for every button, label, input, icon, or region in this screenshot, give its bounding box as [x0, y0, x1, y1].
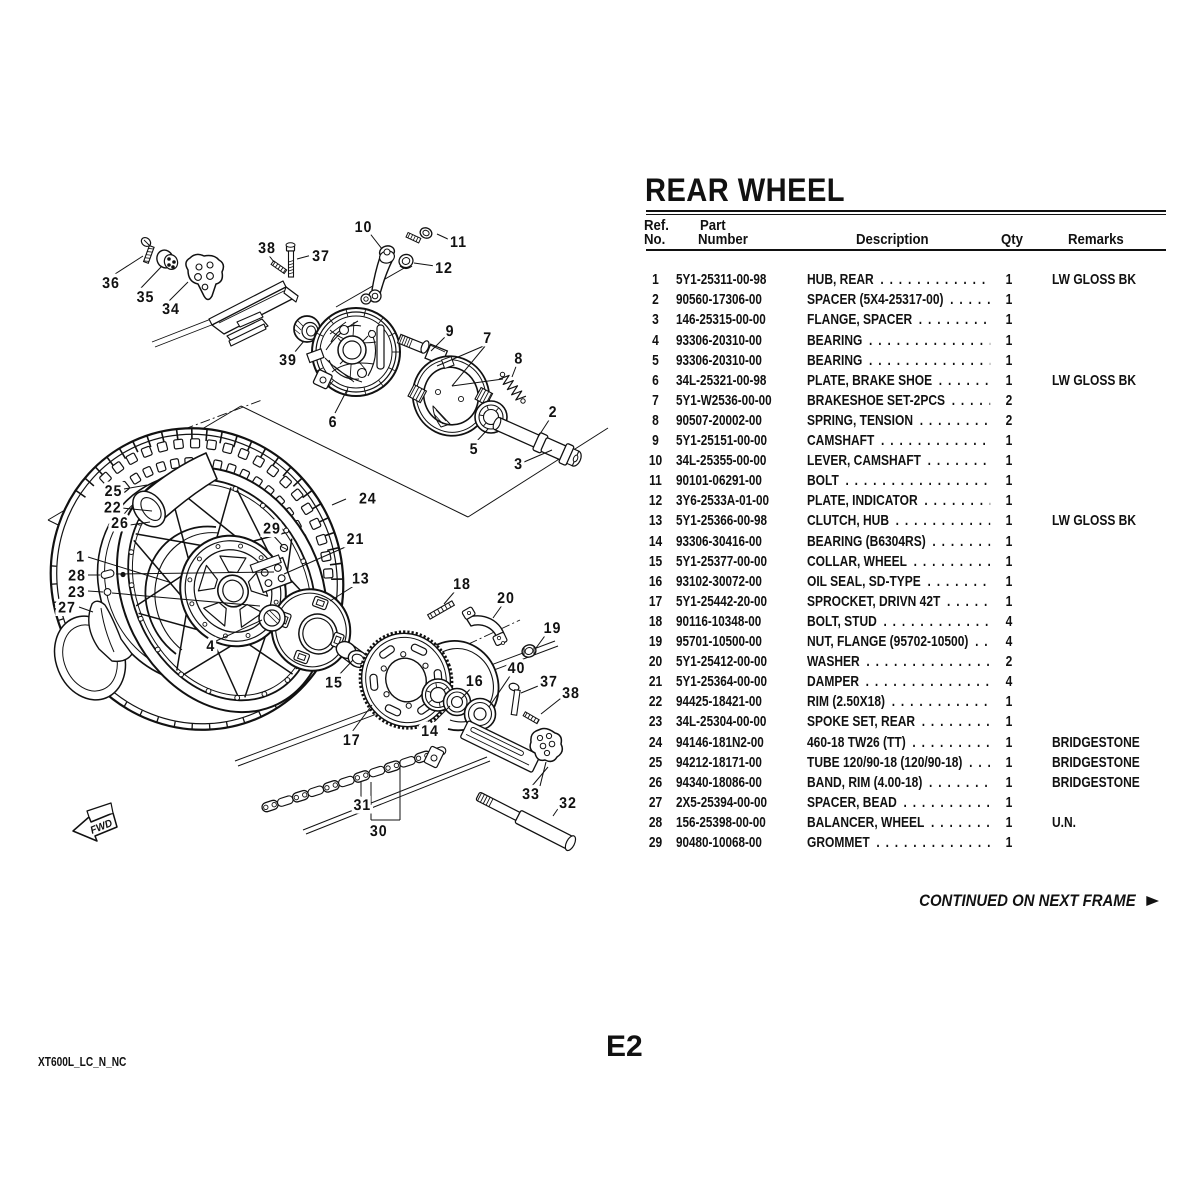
svg-text:5: 5 — [470, 441, 479, 458]
svg-text:12: 12 — [435, 260, 453, 277]
svg-text:12: 12 — [435, 260, 453, 277]
svg-text:31: 31 — [353, 797, 371, 814]
svg-text:38: 38 — [258, 240, 276, 257]
svg-text:22: 22 — [104, 500, 122, 517]
svg-text:37: 37 — [540, 674, 558, 691]
svg-text:22: 22 — [104, 500, 122, 517]
svg-text:20: 20 — [497, 590, 515, 607]
svg-text:30: 30 — [370, 823, 388, 840]
svg-text:29: 29 — [263, 521, 281, 538]
svg-text:26: 26 — [111, 515, 129, 532]
svg-text:13: 13 — [352, 571, 370, 588]
svg-text:31: 31 — [353, 797, 371, 814]
svg-text:19: 19 — [544, 620, 562, 637]
svg-text:28: 28 — [68, 567, 86, 584]
svg-text:35: 35 — [137, 289, 155, 306]
svg-text:28: 28 — [68, 567, 86, 584]
svg-text:33: 33 — [522, 786, 540, 803]
svg-text:25: 25 — [105, 483, 123, 500]
svg-text:10: 10 — [355, 219, 373, 236]
svg-text:34: 34 — [162, 301, 180, 318]
svg-text:39: 39 — [279, 352, 297, 369]
svg-text:40: 40 — [508, 660, 526, 677]
svg-text:20: 20 — [497, 590, 515, 607]
svg-text:37: 37 — [312, 248, 330, 265]
svg-text:6: 6 — [329, 414, 338, 431]
svg-text:32: 32 — [559, 795, 577, 812]
svg-text:14: 14 — [421, 723, 439, 740]
svg-text:38: 38 — [562, 685, 580, 702]
svg-text:37: 37 — [312, 248, 330, 265]
svg-text:27: 27 — [58, 600, 76, 617]
svg-text:15: 15 — [325, 675, 343, 692]
svg-text:27: 27 — [58, 600, 76, 617]
svg-text:4: 4 — [206, 638, 215, 655]
svg-text:21: 21 — [347, 531, 365, 548]
svg-text:2: 2 — [549, 404, 558, 421]
svg-text:32: 32 — [559, 795, 577, 812]
svg-text:14: 14 — [421, 723, 439, 740]
svg-text:18: 18 — [453, 576, 471, 593]
svg-text:10: 10 — [355, 219, 373, 236]
svg-text:8: 8 — [514, 351, 523, 368]
svg-text:2: 2 — [549, 404, 558, 421]
svg-text:16: 16 — [466, 673, 484, 690]
svg-text:36: 36 — [102, 275, 120, 292]
svg-text:4: 4 — [206, 638, 215, 655]
svg-text:13: 13 — [352, 571, 370, 588]
svg-text:18: 18 — [453, 576, 471, 593]
svg-text:19: 19 — [544, 620, 562, 637]
svg-text:34: 34 — [162, 301, 180, 318]
svg-text:25: 25 — [105, 483, 123, 500]
svg-text:3: 3 — [514, 456, 523, 473]
svg-text:7: 7 — [483, 330, 492, 347]
svg-text:9: 9 — [446, 323, 455, 340]
svg-text:38: 38 — [258, 240, 276, 257]
svg-text:15: 15 — [325, 675, 343, 692]
svg-text:1: 1 — [76, 548, 85, 565]
svg-text:21: 21 — [347, 531, 365, 548]
svg-text:9: 9 — [446, 323, 455, 340]
svg-text:7: 7 — [483, 330, 492, 347]
svg-text:24: 24 — [359, 491, 377, 508]
svg-text:39: 39 — [279, 352, 297, 369]
svg-text:23: 23 — [68, 584, 86, 601]
svg-text:17: 17 — [343, 732, 361, 749]
svg-text:5: 5 — [470, 441, 479, 458]
svg-text:30: 30 — [370, 823, 388, 840]
svg-text:11: 11 — [450, 234, 467, 251]
svg-text:11: 11 — [450, 234, 467, 251]
svg-text:35: 35 — [137, 289, 155, 306]
svg-text:3: 3 — [514, 456, 523, 473]
svg-text:29: 29 — [263, 521, 281, 538]
svg-text:37: 37 — [540, 674, 558, 691]
svg-text:16: 16 — [466, 673, 484, 690]
svg-text:24: 24 — [359, 491, 377, 508]
svg-text:33: 33 — [522, 786, 540, 803]
svg-text:1: 1 — [76, 548, 85, 565]
svg-text:40: 40 — [508, 660, 526, 677]
svg-text:6: 6 — [329, 414, 338, 431]
svg-text:26: 26 — [111, 515, 129, 532]
svg-text:17: 17 — [343, 732, 361, 749]
svg-text:23: 23 — [68, 584, 86, 601]
svg-text:38: 38 — [562, 685, 580, 702]
svg-text:36: 36 — [102, 275, 120, 292]
svg-text:8: 8 — [514, 351, 523, 368]
